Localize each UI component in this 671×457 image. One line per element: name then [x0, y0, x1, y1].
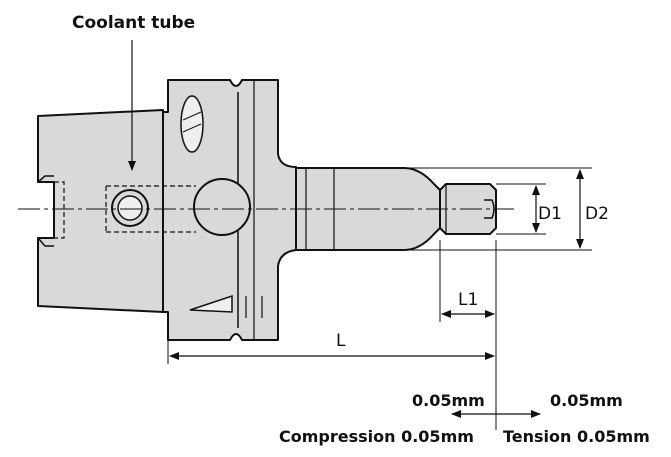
- d1-label: D1: [538, 204, 562, 224]
- tension-value: 0.05mm: [550, 391, 623, 410]
- coolant-passage: [105, 185, 196, 233]
- l1-label: L1: [458, 290, 478, 310]
- coolant-tube-callout: Coolant tube: [72, 13, 195, 33]
- dimension-d1: [496, 183, 546, 235]
- dimension-l: [167, 240, 497, 430]
- dimension-d2: [404, 167, 592, 251]
- d2-label: D2: [585, 204, 609, 224]
- compression-label: Compression 0.05mm: [279, 427, 474, 446]
- compression-value: 0.05mm: [412, 391, 485, 410]
- l-label: L: [336, 331, 346, 351]
- tension-label: Tension 0.05mm: [503, 427, 650, 446]
- flange: [162, 79, 297, 341]
